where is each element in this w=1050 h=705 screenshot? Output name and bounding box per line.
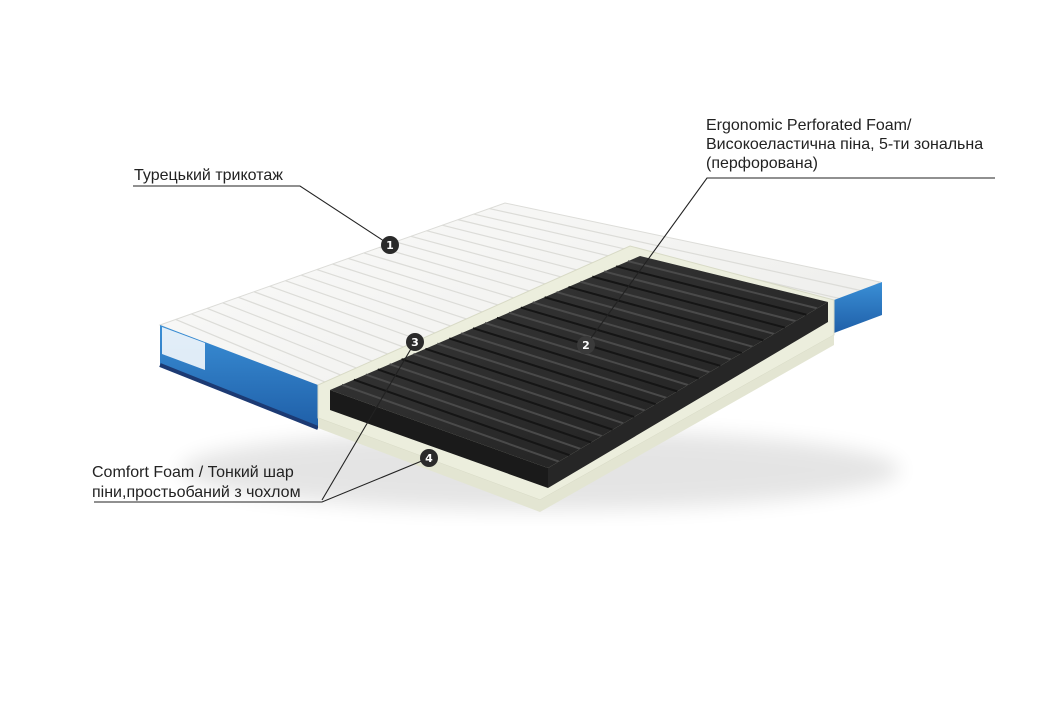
foam-ribs (341, 260, 818, 463)
foam-rib (437, 342, 646, 412)
label-layer-2-line-2: Високоеластична піна, 5-ти зональна (706, 136, 984, 153)
leader-line-3 (321, 341, 416, 501)
foam-rib (472, 327, 678, 393)
right-side-panel (834, 282, 882, 333)
leader-line-2 (585, 177, 995, 346)
label-layer-2-line-1: Ergonomic Perforated Foam/ (706, 117, 912, 134)
quilt-stripe (489, 207, 865, 292)
left-side-panel-label-area (162, 327, 205, 370)
foam-rib (484, 322, 689, 386)
foam-rib (556, 291, 753, 348)
foam-rib (580, 280, 775, 335)
marker-1: 1 (381, 236, 399, 254)
foam-rib (353, 378, 570, 457)
label-layer-4-line-1: Comfort Foam / Тонкий шар (92, 464, 294, 481)
foam-rib (603, 270, 796, 323)
foam-rib (341, 383, 560, 463)
leader-line-1 (133, 185, 391, 246)
foam-rib (615, 265, 807, 316)
label-layer-1: Турецький трикотаж (134, 167, 283, 184)
foam-rib (544, 296, 743, 355)
label-layer-4-line-2: піни,простьобаний з чохлом (92, 484, 301, 501)
foam-rib (508, 311, 710, 374)
foam-rib (532, 301, 732, 361)
foam-rib (592, 275, 786, 329)
foam-rib (389, 363, 603, 438)
foam-rib (568, 285, 764, 342)
foam-rib (520, 306, 721, 367)
foam-rib (460, 332, 667, 399)
foam-rib (377, 368, 592, 444)
perforated-foam-front-edge (330, 390, 548, 488)
comfort-foam-bottom-edge (318, 335, 834, 512)
foam-rib (413, 352, 624, 425)
label-layer-2-line-3: (перфорована) (706, 155, 818, 172)
marker-4: 4 (420, 449, 438, 467)
marker-2-label: 2 (582, 339, 590, 352)
left-side-piping (159, 363, 319, 430)
leader-lines (94, 177, 995, 503)
marker-4-label: 4 (425, 452, 433, 465)
marker-3-label: 3 (411, 336, 419, 349)
leader-line-4 (94, 457, 430, 503)
marker-3: 3 (406, 333, 424, 351)
foam-rib (401, 358, 613, 431)
marker-2: 2 (577, 336, 595, 354)
foam-rib (448, 337, 656, 406)
marker-1-label: 1 (386, 239, 394, 252)
foam-rib (365, 373, 581, 450)
perforated-foam-right-edge (548, 302, 828, 488)
foam-rib (425, 347, 635, 418)
foam-rib (627, 260, 818, 310)
foam-rib (496, 316, 700, 380)
